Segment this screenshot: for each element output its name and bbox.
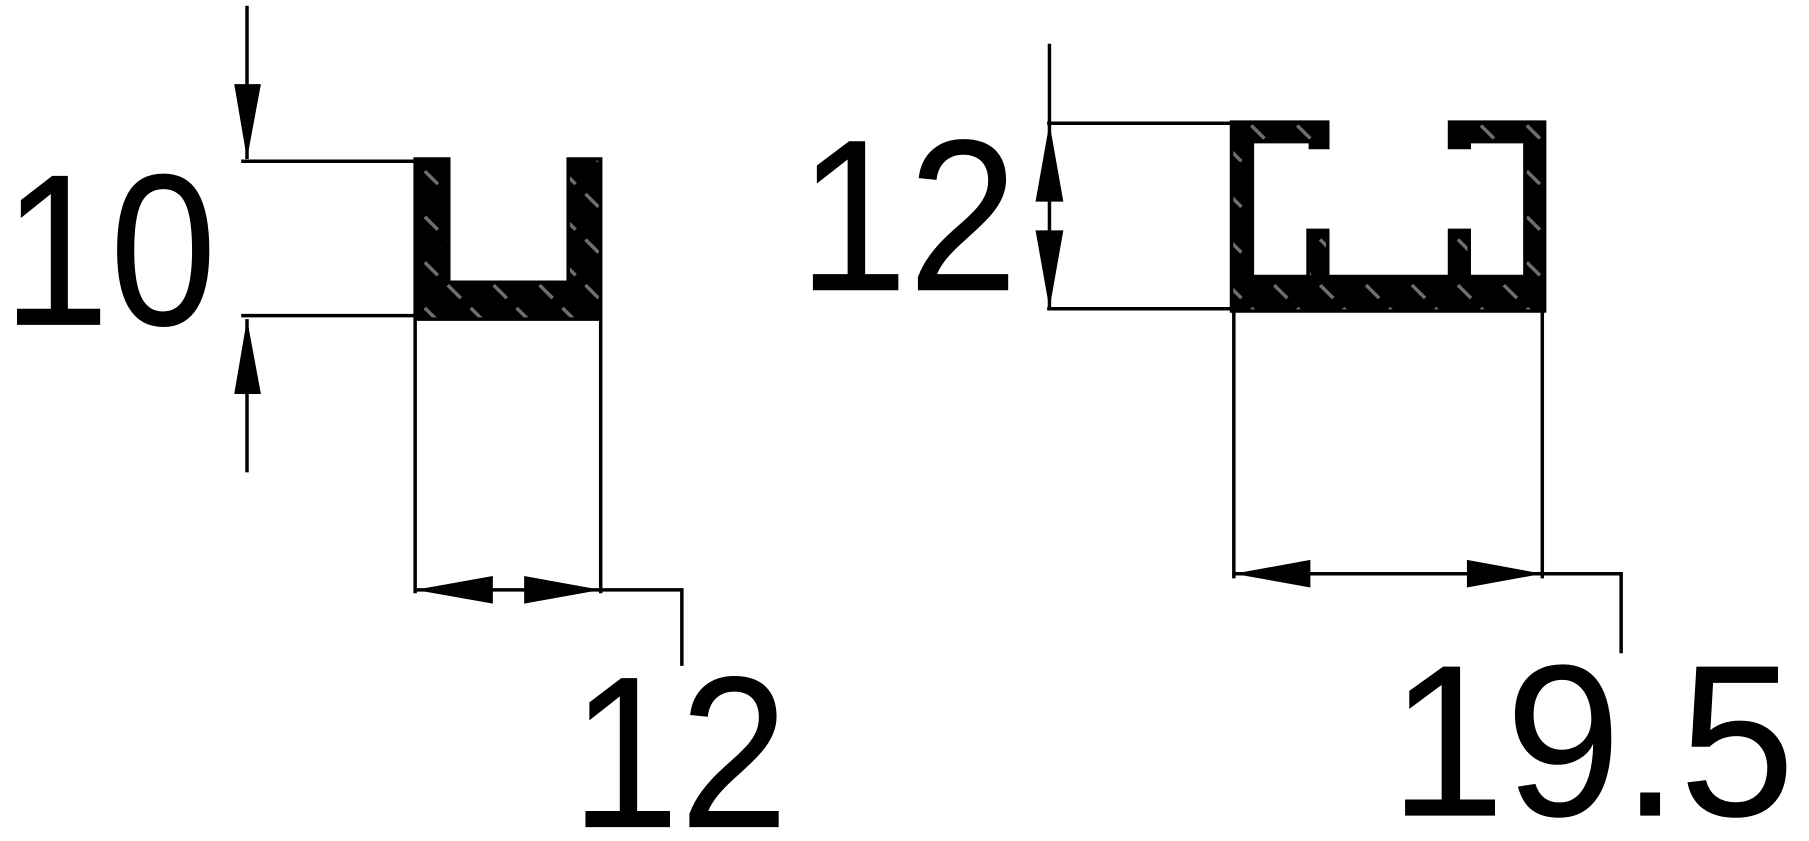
arrowhead-down <box>1035 230 1064 309</box>
arrowhead-up <box>234 319 261 395</box>
arrowhead-right <box>524 576 601 604</box>
dimension-label-height: 12 <box>798 95 1018 337</box>
leader-line <box>1542 571 1623 654</box>
arrowhead-up <box>1035 123 1064 202</box>
profile-a-width-dimension: 12 <box>413 319 789 841</box>
dimension-label-width: 19.5 <box>1389 620 1795 841</box>
dimension-label-width: 12 <box>571 632 789 841</box>
profile-a-height-dimension: 10 <box>2 5 416 473</box>
arrowhead-left <box>415 576 493 604</box>
profile-a: 10 12 <box>2 5 789 841</box>
arrowhead-right <box>1466 559 1543 588</box>
profile-b-section <box>1229 120 1547 313</box>
profile-b-width-dimension: 19.5 <box>1232 311 1795 841</box>
profile-a-section <box>413 157 603 321</box>
leader-line <box>600 588 684 666</box>
arrowhead-down <box>234 84 261 159</box>
dimension-label-height: 10 <box>2 130 217 372</box>
arrowhead-left <box>1233 559 1311 588</box>
profile-b-height-dimension: 12 <box>798 43 1232 337</box>
profile-b: 12 19.5 <box>798 43 1795 841</box>
